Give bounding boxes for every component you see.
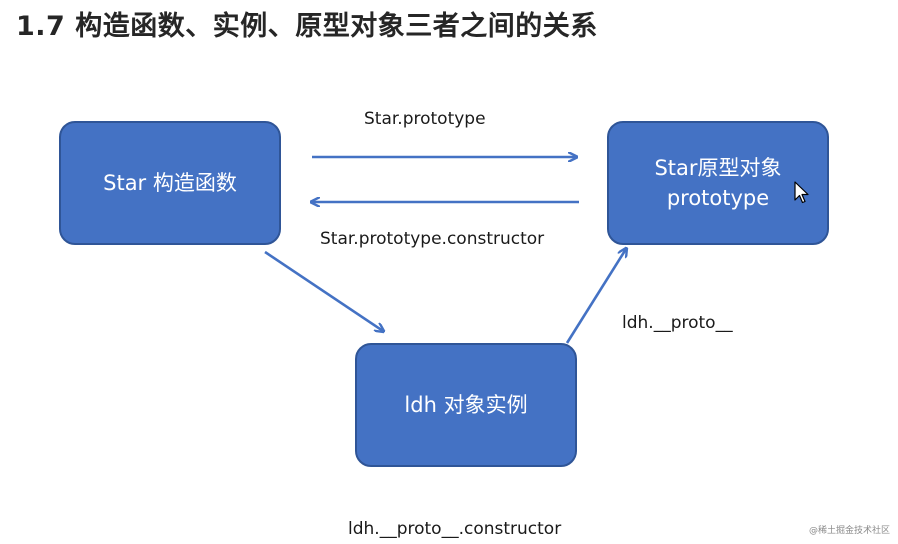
arrow-star-to-ldh: [264, 250, 383, 331]
ldh-instance-node: ldh 对象实例: [355, 343, 577, 467]
mouse-cursor-icon: [794, 181, 809, 204]
star-prototype-node: Star原型对象 prototype: [607, 121, 829, 245]
star-constructor-label: Star 构造函数: [103, 171, 237, 195]
edge-label-prototype-constructor: Star.prototype.constructor: [320, 229, 545, 249]
edge-label-ldh-proto-constructor: ldh.__proto__.constructor: [348, 519, 562, 539]
watermark: @稀土掘金技术社区: [808, 526, 890, 536]
page-title: 1.7 构造函数、实例、原型对象三者之间的关系: [16, 11, 598, 42]
edge-label-star-prototype: Star.prototype: [364, 109, 486, 129]
edge-label-ldh-proto: ldh.__proto__: [622, 313, 733, 333]
star-constructor-node: Star 构造函数: [59, 121, 281, 245]
ldh-instance-label: ldh 对象实例: [404, 393, 528, 417]
prototype-label-line2: prototype: [666, 186, 770, 210]
prototype-label-line1: Star原型对象: [654, 156, 782, 180]
arrow-ldh-to-prototype: [565, 249, 626, 344]
